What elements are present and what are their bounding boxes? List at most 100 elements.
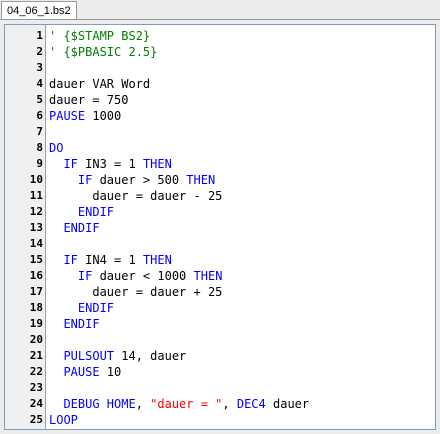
code-line[interactable]: 9 IF IN3 = 1 THEN xyxy=(5,156,435,172)
code-text: ENDIF xyxy=(49,220,100,236)
code-token-keyword: PAUSE xyxy=(49,109,86,123)
code-line[interactable]: 19 ENDIF xyxy=(5,316,435,332)
tab-divider xyxy=(0,19,440,20)
code-token-plain: 14, dauer xyxy=(114,349,187,363)
code-token-plain xyxy=(49,253,63,267)
code-token-keyword: THEN xyxy=(193,269,223,283)
code-token-keyword: IF xyxy=(77,173,93,187)
code-token-plain: , xyxy=(135,397,151,411)
code-token-keyword: ENDIF xyxy=(77,205,115,219)
code-text: dauer = 750 xyxy=(49,92,128,108)
line-number: 2 xyxy=(36,45,43,58)
code-token-plain: IN4 = 1 xyxy=(77,253,143,267)
code-line[interactable]: 8 DO xyxy=(5,140,435,156)
code-token-plain: dauer xyxy=(265,397,310,411)
code-token-plain: dauer < 1000 xyxy=(92,269,194,283)
code-line[interactable]: 5 dauer = 750 xyxy=(5,92,435,108)
code-token-string: "dauer = " xyxy=(150,397,223,411)
code-token-keyword: ENDIF xyxy=(63,317,100,331)
line-number: 11 xyxy=(29,189,43,202)
code-text: DEBUG HOME, "dauer = ", DEC4 dauer xyxy=(49,396,309,412)
code-token-plain: IN3 = 1 xyxy=(77,157,143,171)
code-token-keyword: THEN xyxy=(142,157,172,171)
code-text: IF IN3 = 1 THEN xyxy=(49,156,172,172)
code-line[interactable]: 16 IF dauer < 1000 THEN xyxy=(5,268,435,284)
code-token-plain: dauer = dauer + 25 xyxy=(49,285,223,299)
line-number: 25 xyxy=(29,413,43,426)
code-token-keyword: THEN xyxy=(142,253,172,267)
code-text: IF dauer < 1000 THEN xyxy=(49,268,223,284)
code-token-keyword: DO xyxy=(49,141,64,155)
line-number: 14 xyxy=(29,237,43,250)
code-text: DO xyxy=(49,140,63,156)
line-number: 1 xyxy=(36,29,43,42)
code-token-keyword: PAUSE xyxy=(63,365,100,379)
code-token-keyword: ENDIF xyxy=(63,221,100,235)
file-tab[interactable]: 04_06_1.bs2 xyxy=(1,1,77,19)
code-text: ENDIF xyxy=(49,316,100,332)
line-number: 8 xyxy=(36,141,43,154)
code-text: dauer VAR Word xyxy=(49,76,150,92)
code-token-plain: , xyxy=(222,397,237,411)
code-line[interactable]: 14 xyxy=(5,236,435,252)
code-line[interactable]: 2' {$PBASIC 2.5} xyxy=(5,44,435,60)
code-token-plain xyxy=(49,205,78,219)
line-number: 20 xyxy=(29,333,43,346)
code-line[interactable]: 15 IF IN4 = 1 THEN xyxy=(5,252,435,268)
line-number: 13 xyxy=(29,221,43,234)
code-text: IF dauer > 500 THEN xyxy=(49,172,215,188)
code-token-plain: 10 xyxy=(99,365,122,379)
code-token-plain xyxy=(49,349,63,363)
code-token-plain: dauer = dauer - 25 xyxy=(49,189,223,203)
code-token-keyword: DEBUG HOME xyxy=(63,397,136,411)
code-token-plain xyxy=(49,269,78,283)
line-number: 12 xyxy=(29,205,43,218)
code-text: dauer = dauer + 25 xyxy=(49,284,222,300)
line-number: 5 xyxy=(36,93,43,106)
code-line[interactable]: 13 ENDIF xyxy=(5,220,435,236)
code-line[interactable]: 24 DEBUG HOME, "dauer = ", DEC4 dauer xyxy=(5,396,435,412)
code-token-plain: dauer VAR Word xyxy=(49,77,151,91)
line-number: 15 xyxy=(29,253,43,266)
code-line[interactable]: 22 PAUSE 10 xyxy=(5,364,435,380)
code-line[interactable]: 7 xyxy=(5,124,435,140)
code-token-keyword: IF xyxy=(63,157,78,171)
code-line[interactable]: 12 ENDIF xyxy=(5,204,435,220)
code-text: PAUSE 10 xyxy=(49,364,121,380)
code-line[interactable]: 10 IF dauer > 500 THEN xyxy=(5,172,435,188)
code-token-plain: dauer = 750 xyxy=(49,93,129,107)
code-token-keyword: IF xyxy=(63,253,78,267)
line-number: 7 xyxy=(36,125,43,138)
code-line[interactable]: 23 xyxy=(5,380,435,396)
code-line[interactable]: 11 dauer = dauer - 25 xyxy=(5,188,435,204)
code-token-plain xyxy=(49,301,78,315)
code-token-plain: 1000 xyxy=(85,109,122,123)
code-token-plain xyxy=(49,317,63,331)
line-number: 10 xyxy=(29,173,43,186)
code-text: ENDIF xyxy=(49,300,114,316)
code-line[interactable]: 1 ' {$STAMP BS2} xyxy=(5,28,435,44)
code-line[interactable]: 4 dauer VAR Word xyxy=(5,76,435,92)
line-number: 19 xyxy=(29,317,43,330)
code-token-plain xyxy=(49,365,63,379)
code-line[interactable]: 20 xyxy=(5,332,435,348)
line-number: 16 xyxy=(29,269,43,282)
code-text: IF IN4 = 1 THEN xyxy=(49,252,172,268)
line-number: 18 xyxy=(29,301,43,314)
code-text: ENDIF xyxy=(49,204,114,220)
code-line[interactable]: 17 dauer = dauer + 25 xyxy=(5,284,435,300)
code-text: ' {$STAMP BS2} xyxy=(49,28,150,44)
code-text: dauer = dauer - 25 xyxy=(49,188,222,204)
code-token-plain xyxy=(49,397,63,411)
code-line[interactable]: 3 xyxy=(5,60,435,76)
line-number: 4 xyxy=(36,77,43,90)
code-token-plain xyxy=(49,173,78,187)
code-line[interactable]: 18 ENDIF xyxy=(5,300,435,316)
code-line[interactable]: 21 PULSOUT 14, dauer xyxy=(5,348,435,364)
code-text: PULSOUT 14, dauer xyxy=(49,348,186,364)
line-number: 22 xyxy=(29,365,43,378)
